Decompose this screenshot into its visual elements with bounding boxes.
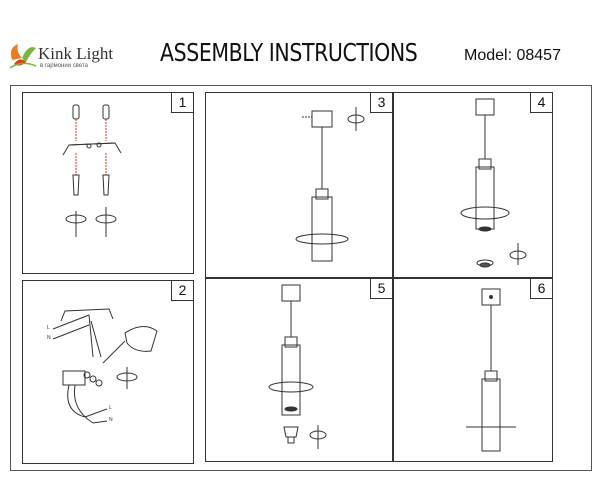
step-4-panel: 4 xyxy=(393,92,553,278)
wire-label-n-top: N xyxy=(47,335,51,341)
step-6-panel: 6 xyxy=(393,278,553,462)
step-4-illustration xyxy=(460,98,527,268)
step-6-number: 6 xyxy=(530,278,553,299)
step-2-number: 2 xyxy=(171,280,194,301)
step-2-panel: 2 L N L N xyxy=(22,280,194,464)
step-3-illustration xyxy=(295,107,365,262)
brand-tagline: в гармонии света xyxy=(40,63,89,69)
kink-light-logo-icon xyxy=(9,44,37,69)
brand-name: Kink Light xyxy=(38,44,114,63)
step-2-illustration: L N L N xyxy=(47,308,158,424)
page-title: ASSEMBLY INSTRUCTIONS xyxy=(160,38,418,67)
step-1-illustration xyxy=(62,104,122,237)
brand-logo xyxy=(6,38,136,74)
instructions-frame xyxy=(10,85,592,471)
step-3-panel: 3 xyxy=(205,92,393,278)
step-5-number: 5 xyxy=(370,278,393,299)
step-4-number: 4 xyxy=(530,92,553,113)
step-5-illustration xyxy=(268,284,327,449)
document-header: Kink Light в гармонии света ASSEMBLY INS… xyxy=(0,0,600,82)
wire-label-l-top: L xyxy=(47,325,50,331)
step-5-panel: 5 xyxy=(205,278,393,462)
step-1-panel: 1 xyxy=(22,92,194,274)
step-6-illustration xyxy=(466,288,516,452)
step-3-number: 3 xyxy=(370,92,393,113)
wire-label-n-bottom: N xyxy=(109,417,113,423)
wire-label-l-bottom: L xyxy=(109,405,112,411)
step-1-number: 1 xyxy=(171,92,194,113)
model-number: Model: 08457 xyxy=(464,47,561,64)
